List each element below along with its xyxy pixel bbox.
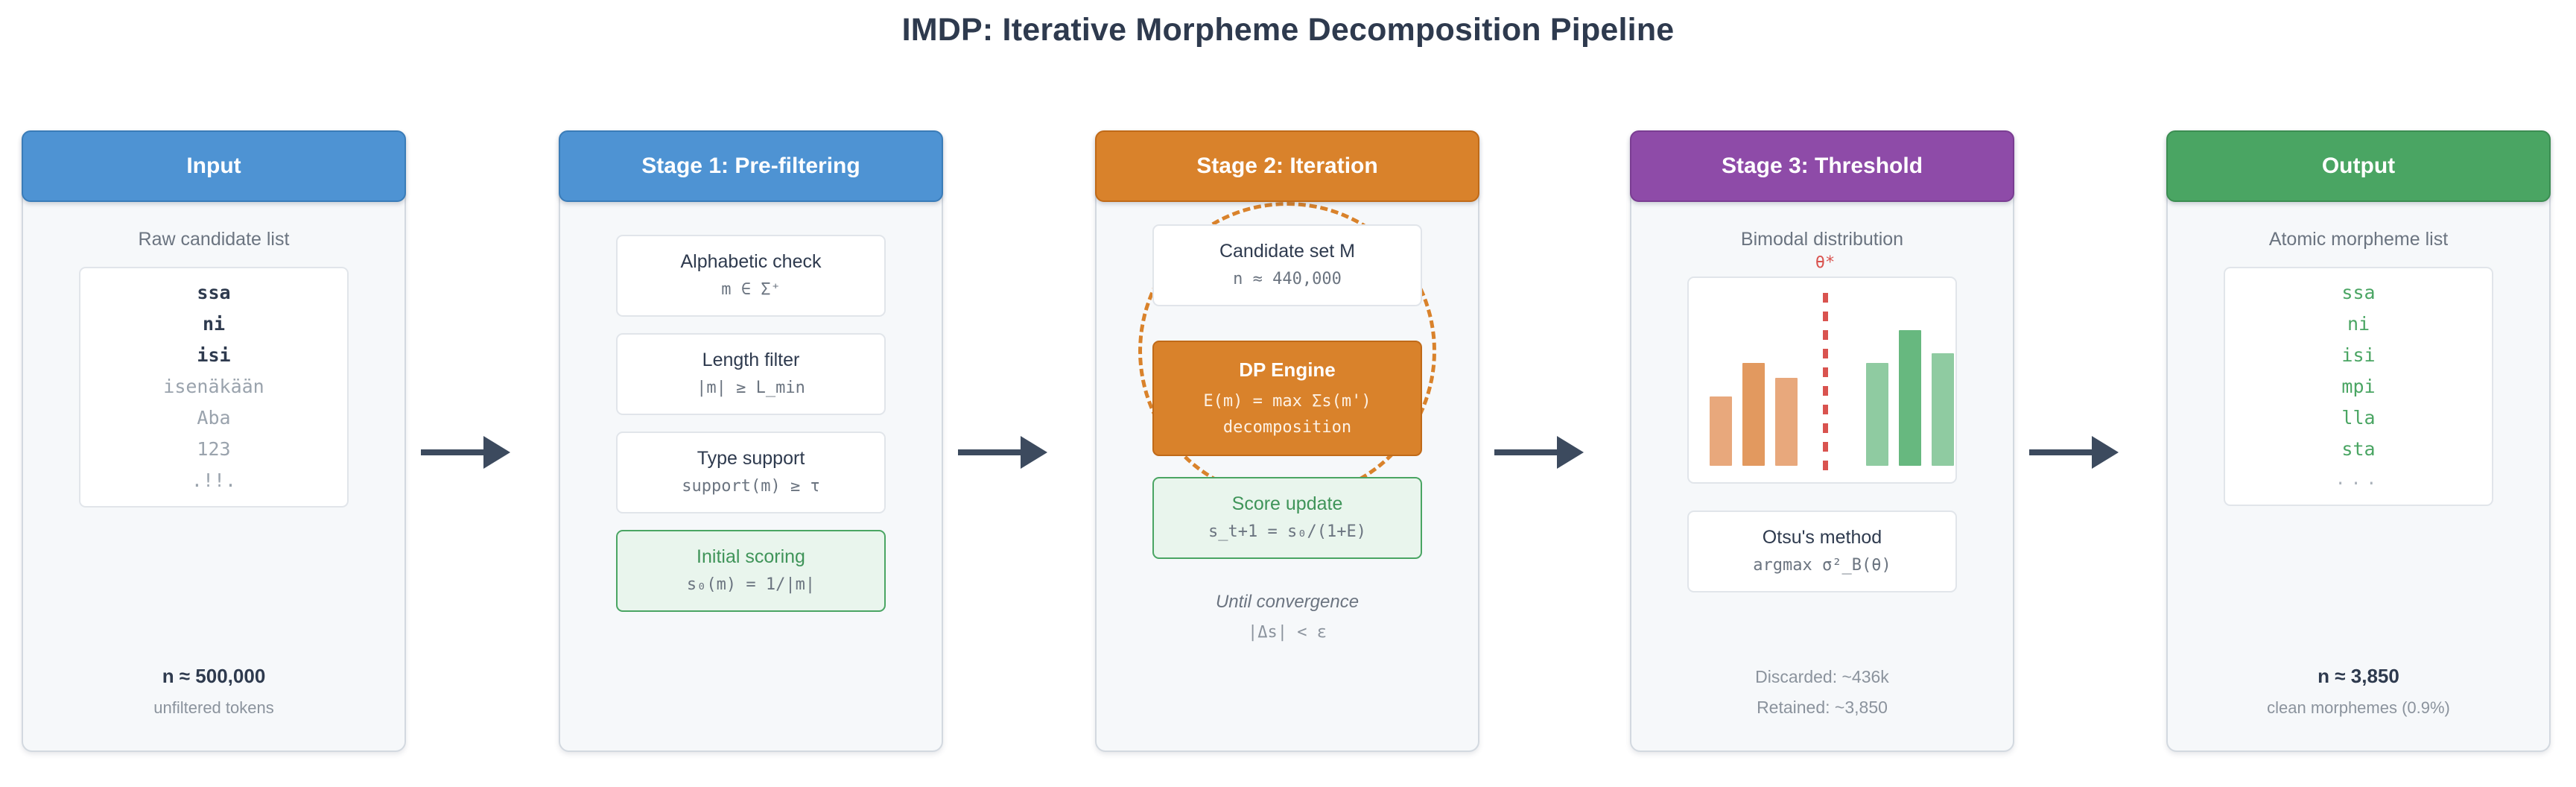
arrow-stage2-to-stage3 bbox=[1494, 436, 1584, 469]
bar-3 bbox=[1775, 378, 1798, 466]
list-item: ni bbox=[2347, 313, 2370, 335]
card-stage1-body: Alphabetic check m ∈ Σ⁺ Length filter |m… bbox=[560, 202, 942, 750]
step-name: Length filter bbox=[702, 350, 800, 370]
card-stage2: Stage 2: Iteration Candidate set M n ≈ 4… bbox=[1095, 130, 1479, 752]
card-output-body: Atomic morpheme list ssa ni isi mpi lla … bbox=[2168, 202, 2549, 750]
input-count: n ≈ 500,000 bbox=[162, 665, 266, 687]
discarded-count: Discarded: ~436k bbox=[1755, 667, 1889, 686]
bar-4 bbox=[1866, 363, 1888, 466]
arrow-head-icon bbox=[483, 436, 510, 469]
bar-5 bbox=[1899, 329, 1921, 466]
box-formula: E(m) = max Σs(m') bbox=[1203, 392, 1371, 411]
input-token-panel: ssa ni isi isenäkään Aba 123 .!!. bbox=[79, 267, 349, 508]
list-item: ni bbox=[202, 313, 226, 335]
convergence-label: Until convergence bbox=[1215, 592, 1360, 612]
list-item: ssa bbox=[2341, 282, 2376, 303]
bimodal-histogram bbox=[1687, 276, 1957, 484]
output-token-panel: ssa ni isi mpi lla sta ... bbox=[2224, 267, 2493, 506]
arrow-shaft bbox=[421, 449, 486, 455]
list-item: ssa bbox=[197, 282, 231, 303]
arrow-head-icon bbox=[1557, 436, 1584, 469]
step-type-support: Type support support(m) ≥ τ bbox=[616, 432, 886, 513]
output-count: n ≈ 3,850 bbox=[2318, 665, 2399, 687]
step-otsu-method: Otsu's method argmax σ²_B(θ) bbox=[1687, 511, 1957, 592]
bar-2 bbox=[1742, 363, 1765, 466]
stage3-subtitle: Bimodal distribution bbox=[1740, 229, 1904, 250]
box-formula: n ≈ 440,000 bbox=[1233, 270, 1342, 288]
card-stage1-header: Stage 1: Pre-filtering bbox=[559, 130, 943, 202]
card-input-body: Raw candidate list ssa ni isi isenäkään … bbox=[23, 202, 405, 750]
arrow-stage1-to-stage2 bbox=[958, 436, 1047, 469]
box-score-update: Score update s_t+1 = s₀/(1+E) bbox=[1152, 477, 1422, 559]
output-subtitle: Atomic morpheme list bbox=[2268, 229, 2449, 250]
box-formula-secondary: decomposition bbox=[1222, 418, 1352, 437]
step-formula: m ∈ Σ⁺ bbox=[721, 280, 781, 299]
arrow-stage3-to-output bbox=[2029, 436, 2119, 469]
page-title: IMDP: Iterative Morpheme Decomposition P… bbox=[901, 12, 1675, 48]
threshold-line bbox=[1823, 293, 1829, 470]
box-candidate-set: Candidate set M n ≈ 440,000 bbox=[1152, 224, 1422, 306]
bar-1 bbox=[1710, 396, 1732, 466]
card-stage2-body: Candidate set M n ≈ 440,000 DP Engine E(… bbox=[1097, 202, 1478, 750]
box-name: Candidate set M bbox=[1219, 241, 1356, 262]
list-item: 123 bbox=[197, 438, 231, 460]
card-stage3: Stage 3: Threshold Bimodal distribution … bbox=[1630, 130, 2014, 752]
card-output: Output Atomic morpheme list ssa ni isi m… bbox=[2166, 130, 2551, 752]
arrow-shaft bbox=[2029, 449, 2095, 455]
step-formula: |m| ≥ L_min bbox=[697, 379, 805, 397]
input-note: unfiltered tokens bbox=[153, 698, 274, 717]
step-name: Type support bbox=[697, 448, 805, 469]
list-item-ellipsis: ... bbox=[2335, 470, 2382, 489]
card-stage3-header: Stage 3: Threshold bbox=[1630, 130, 2014, 202]
arrow-input-to-stage1 bbox=[421, 436, 510, 469]
step-formula: support(m) ≥ τ bbox=[682, 477, 820, 496]
list-item: isenäkään bbox=[163, 376, 264, 397]
arrow-head-icon bbox=[1021, 436, 1047, 469]
input-subtitle: Raw candidate list bbox=[138, 229, 290, 250]
convergence-note: Until convergence |Δs| < ε bbox=[1216, 592, 1359, 642]
step-name: Initial scoring bbox=[697, 546, 805, 567]
card-output-header: Output bbox=[2166, 130, 2551, 202]
step-name: Alphabetic check bbox=[680, 251, 822, 272]
threshold-label: θ* bbox=[1815, 253, 1836, 272]
stage3-steps: Otsu's method argmax σ²_B(θ) bbox=[1660, 511, 1985, 592]
card-input: Input Raw candidate list ssa ni isi isen… bbox=[22, 130, 406, 752]
convergence-formula: |Δs| < ε bbox=[1248, 623, 1327, 642]
list-item: mpi bbox=[2341, 376, 2376, 397]
stage1-steps: Alphabetic check m ∈ Σ⁺ Length filter |m… bbox=[589, 235, 913, 612]
pipeline-row: Input Raw candidate list ssa ni isi isen… bbox=[0, 130, 2576, 756]
list-item: sta bbox=[2341, 438, 2376, 460]
box-name: DP Engine bbox=[1239, 358, 1336, 381]
box-dp-engine: DP Engine E(m) = max Σs(m') decompositio… bbox=[1152, 341, 1422, 456]
stage2-loop-wrap: Candidate set M n ≈ 440,000 DP Engine E(… bbox=[1125, 202, 1450, 559]
arrow-head-icon bbox=[2092, 436, 2119, 469]
step-length-filter: Length filter |m| ≥ L_min bbox=[616, 333, 886, 415]
step-formula: s₀(m) = 1/|m| bbox=[686, 575, 816, 594]
box-formula: s_t+1 = s₀/(1+E) bbox=[1208, 522, 1366, 541]
card-stage3-body: Bimodal distribution θ* bbox=[1631, 202, 2013, 750]
card-input-header: Input bbox=[22, 130, 406, 202]
step-name: Otsu's method bbox=[1762, 527, 1882, 548]
box-name: Score update bbox=[1231, 493, 1343, 514]
arrow-shaft bbox=[958, 449, 1024, 455]
stage3-counts: Discarded: ~436k Retained: ~3,850 bbox=[1755, 657, 1889, 737]
histogram-bars bbox=[1689, 300, 1955, 466]
input-summary: n ≈ 500,000 unfiltered tokens bbox=[153, 665, 273, 737]
list-item: isi bbox=[197, 344, 231, 366]
output-note: clean morphemes (0.9%) bbox=[2267, 698, 2450, 717]
step-formula: argmax σ²_B(θ) bbox=[1753, 556, 1891, 575]
list-item: isi bbox=[2341, 344, 2376, 366]
bar-6 bbox=[1932, 353, 1954, 466]
arrow-shaft bbox=[1494, 449, 1560, 455]
list-item: Aba bbox=[197, 407, 231, 429]
step-alphabetic-check: Alphabetic check m ∈ Σ⁺ bbox=[616, 235, 886, 317]
card-stage1: Stage 1: Pre-filtering Alphabetic check … bbox=[559, 130, 943, 752]
retained-count: Retained: ~3,850 bbox=[1757, 698, 1888, 717]
output-summary: n ≈ 3,850 clean morphemes (0.9%) bbox=[2267, 665, 2450, 737]
card-stage2-header: Stage 2: Iteration bbox=[1095, 130, 1479, 202]
list-item: lla bbox=[2341, 407, 2376, 429]
list-item: .!!. bbox=[191, 470, 237, 491]
step-initial-scoring: Initial scoring s₀(m) = 1/|m| bbox=[616, 530, 886, 612]
